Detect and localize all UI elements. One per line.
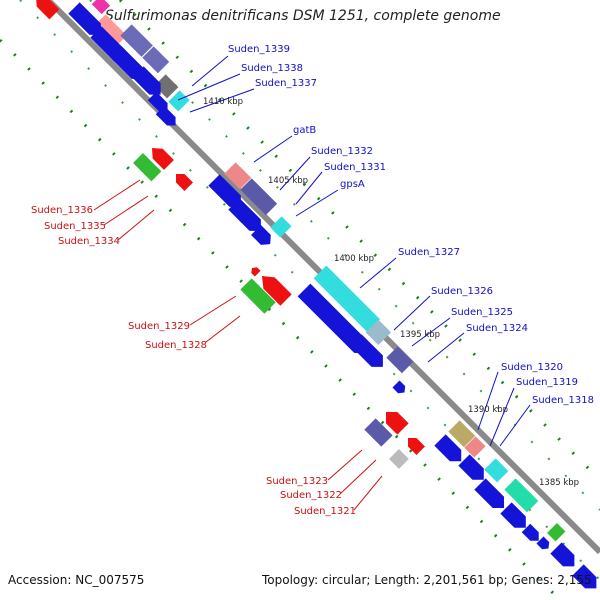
gene-label[interactable]: Suden_1323 — [266, 476, 328, 487]
callout-lines — [93, 55, 531, 511]
gene-block[interactable] — [547, 523, 566, 542]
kbp-marker: 1390 kbp — [468, 405, 508, 415]
gene-block[interactable] — [240, 178, 278, 216]
gene-arrow[interactable] — [249, 265, 261, 277]
map-title: Sulfurimonas denitrificans DSM 1251, com… — [105, 8, 501, 24]
gene-arrow[interactable] — [536, 536, 552, 552]
kbp-marker: 1405 kbp — [268, 176, 308, 186]
kbp-marker: 1410 kbp — [203, 97, 243, 107]
gene-label[interactable]: Suden_1321 — [294, 506, 356, 517]
gene-block[interactable] — [484, 458, 509, 483]
gene-block[interactable] — [120, 24, 153, 57]
gene-block[interactable] — [154, 74, 179, 99]
gene-arrow[interactable] — [132, 66, 166, 100]
gene-label[interactable]: Suden_1324 — [466, 323, 528, 334]
gene-label[interactable]: Suden_1338 — [241, 63, 303, 74]
gene-arrow[interactable] — [350, 334, 388, 372]
gene-label[interactable]: Suden_1334 — [58, 236, 120, 247]
gene-label[interactable]: Suden_1335 — [44, 221, 106, 232]
gene-arrow[interactable] — [31, 0, 60, 20]
gene-arrow[interactable] — [172, 170, 193, 191]
gene-label[interactable]: Suden_1326 — [431, 286, 493, 297]
gene-arrow[interactable] — [572, 564, 600, 594]
gene-arrow[interactable] — [297, 283, 374, 360]
gene-arrow[interactable] — [110, 46, 148, 84]
gene-arrow[interactable] — [256, 270, 292, 306]
gene-arrow[interactable] — [147, 143, 174, 170]
gene-label[interactable]: Suden_1318 — [532, 395, 594, 406]
gene-arrow[interactable] — [155, 105, 180, 130]
gene-label[interactable]: Suden_1336 — [31, 205, 93, 216]
gene-arrow[interactable] — [474, 478, 509, 513]
gene-arrow[interactable] — [550, 542, 580, 572]
kbp-marker: 1395 kbp — [400, 330, 440, 340]
gene-block[interactable] — [91, 0, 111, 15]
topology-text: Topology: circular; Length: 2,201,561 bp… — [262, 573, 592, 587]
gene-block[interactable] — [133, 153, 162, 182]
gene-label[interactable]: Suden_1337 — [255, 78, 317, 89]
kbp-markers: 1410 kbp 1405 kbp 1400 kbp 1395 kbp 1390… — [203, 97, 579, 488]
gene-arrow[interactable] — [434, 434, 467, 467]
gene-label[interactable]: gatB — [293, 125, 316, 136]
gene-block[interactable] — [142, 46, 170, 74]
gene-label[interactable]: Suden_1319 — [516, 377, 578, 388]
gene-label[interactable]: Suden_1331 — [324, 162, 386, 173]
gene-label[interactable]: Suden_1327 — [398, 247, 460, 258]
gene-label[interactable]: Suden_1320 — [501, 362, 563, 373]
gene-block[interactable] — [224, 162, 252, 190]
gene-block[interactable] — [270, 216, 292, 238]
gene-label[interactable]: Suden_1332 — [311, 146, 373, 157]
gene-arrow[interactable] — [68, 2, 106, 40]
gene-arrow[interactable] — [500, 502, 531, 533]
gene-label[interactable]: Suden_1325 — [451, 307, 513, 318]
gene-block[interactable] — [448, 420, 476, 448]
gene-block[interactable] — [240, 278, 276, 314]
gene-arrow[interactable] — [208, 174, 246, 212]
gene-label[interactable]: gpsA — [340, 179, 365, 190]
gene-block[interactable] — [94, 14, 127, 47]
gene-arrow[interactable] — [228, 198, 266, 236]
accession-text: Accession: NC_007575 — [8, 573, 145, 587]
gene-block[interactable] — [386, 346, 414, 374]
gene-label[interactable]: Suden_1339 — [228, 44, 290, 55]
kbp-marker: 1385 kbp — [539, 478, 579, 488]
kbp-marker: 1400 kbp — [334, 254, 374, 264]
gene-block[interactable] — [364, 418, 393, 447]
gene-arrow[interactable] — [380, 406, 409, 435]
gene-arrow[interactable] — [147, 91, 172, 116]
gene-block[interactable] — [464, 436, 486, 458]
gene-label[interactable]: Suden_1328 — [145, 340, 207, 351]
gene-arrow[interactable] — [404, 434, 425, 455]
gene-label[interactable]: Suden_1322 — [280, 490, 342, 501]
gene-block[interactable] — [313, 265, 381, 333]
gene-block[interactable] — [168, 90, 190, 112]
forward-gene-labels: Suden_1339 Suden_1338 Suden_1337 gatB Su… — [228, 44, 594, 406]
gene-label[interactable]: Suden_1329 — [128, 321, 190, 332]
gene-block[interactable] — [389, 449, 409, 469]
gene-arrow[interactable] — [392, 380, 408, 396]
gene-block[interactable] — [504, 478, 539, 513]
gene-arrow[interactable] — [458, 454, 489, 485]
reverse-strand-genes — [31, 0, 425, 469]
reverse-gene-labels: Suden_1336 Suden_1335 Suden_1334 Suden_1… — [31, 205, 356, 517]
